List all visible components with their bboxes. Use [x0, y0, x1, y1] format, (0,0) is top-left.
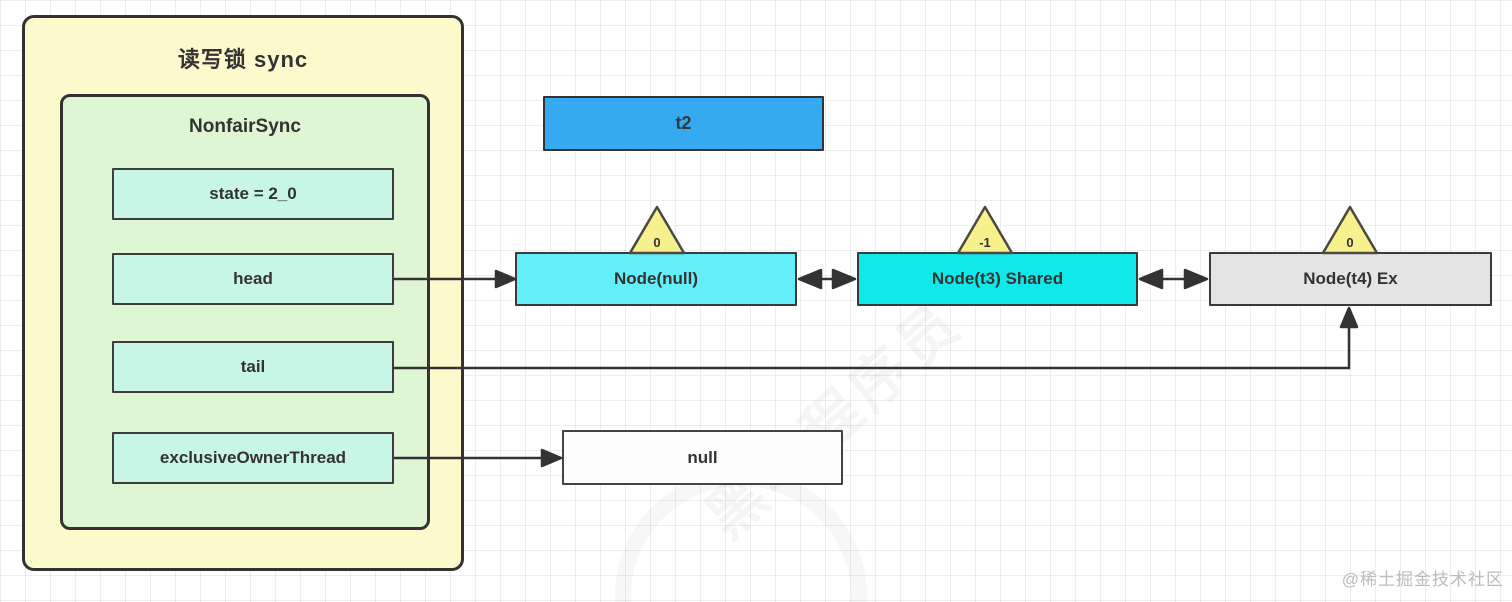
- waitstatus-value-node-null: 0: [653, 235, 660, 250]
- field-tail: tail: [112, 341, 394, 393]
- waitstatus-value-node-t4: 0: [1346, 235, 1353, 250]
- node-null-box: Node(null): [515, 252, 797, 306]
- nonfairsync-title: NonfairSync: [189, 116, 301, 137]
- node-t4-ex-box: Node(t4) Ex: [1209, 252, 1492, 306]
- arrow-node-t3-node-t4-bidirectional: [1138, 268, 1209, 290]
- field-state: state = 2_0: [112, 168, 394, 220]
- waitstatus-value-node-t3: -1: [979, 235, 991, 250]
- waitstatus-triangle-node-t4: [1321, 205, 1379, 255]
- null-value-box: null: [562, 430, 843, 485]
- waitstatus-triangle-node-null: [628, 205, 686, 255]
- waitstatus-triangle-node-t3: [956, 205, 1014, 255]
- site-watermark: @稀土掘金技术社区: [1341, 570, 1504, 589]
- sync-outer-title: 读写锁 sync: [177, 47, 309, 72]
- field-head: head: [112, 253, 394, 305]
- arrow-node-null-node-t3-bidirectional: [797, 268, 857, 290]
- node-t3-shared-box: Node(t3) Shared: [857, 252, 1138, 306]
- field-exclusive-owner-thread: exclusiveOwnerThread: [112, 432, 394, 484]
- thread-t2-box: t2: [543, 96, 824, 151]
